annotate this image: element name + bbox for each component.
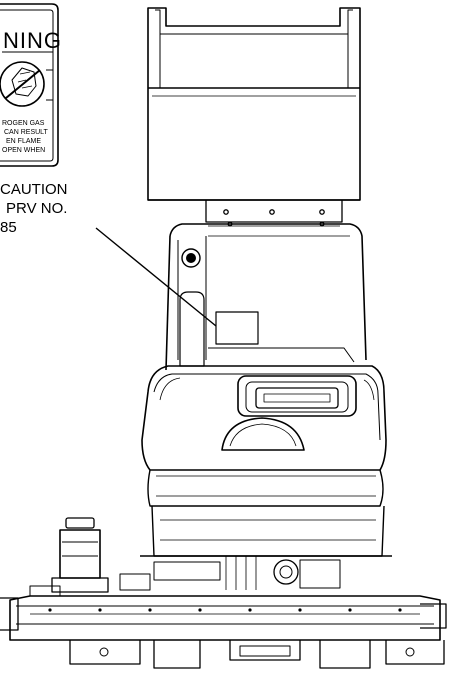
callout-line-3: 85 — [0, 219, 17, 236]
grab-handle — [237, 375, 357, 417]
dome-cap — [221, 417, 305, 451]
open-lid — [147, 7, 361, 227]
warning-decal-line-1: ROGEN GAS — [2, 120, 45, 127]
scrub-deck — [0, 595, 447, 669]
warning-decal-heading: NING — [3, 28, 62, 53]
prv-label-area — [215, 311, 259, 345]
battery-gauge-icon — [181, 248, 201, 268]
battery-compartment — [165, 223, 367, 371]
explosion-pictogram-icon — [0, 61, 45, 107]
drive-pulley — [273, 559, 299, 585]
warning-decal: NING ROGEN GAS CAN RESULT EN FLAME OPEN … — [0, 3, 62, 167]
warning-decal-line-2: CAN RESULT — [4, 129, 49, 136]
caution-callout: CAUTION PRV NO. 85 — [0, 180, 68, 237]
callout-line-2: PRV NO. — [6, 200, 68, 217]
lower-chassis — [119, 505, 392, 591]
callout-leader-line — [95, 227, 217, 327]
upper-housing — [141, 365, 387, 507]
warning-decal-line-4: OPEN WHEN — [2, 147, 45, 154]
warning-decal-line-3: EN FLAME — [6, 138, 41, 145]
vacuum-motor — [29, 517, 109, 597]
callout-line-1: CAUTION — [0, 181, 68, 198]
